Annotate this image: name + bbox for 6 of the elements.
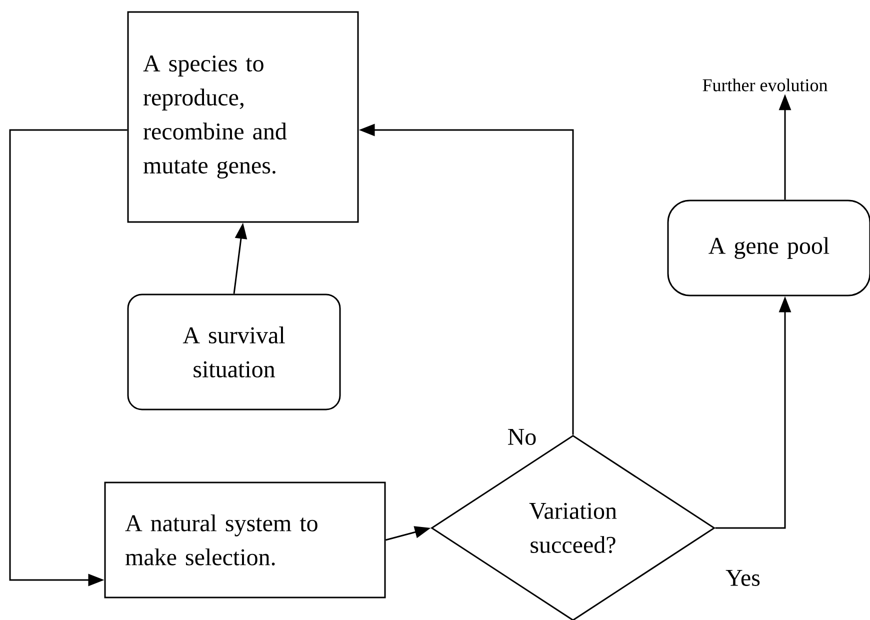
process-box: A species to reproduce, recombine and mutate genes. <box>127 11 359 223</box>
process-box: A natural system to make selection. <box>104 482 386 598</box>
edge-label: Yes <box>724 568 762 588</box>
rounded-box: A survival situation <box>127 294 341 410</box>
caption-text: Further evolution <box>702 78 828 92</box>
terminal-box: A gene pool <box>667 200 870 296</box>
